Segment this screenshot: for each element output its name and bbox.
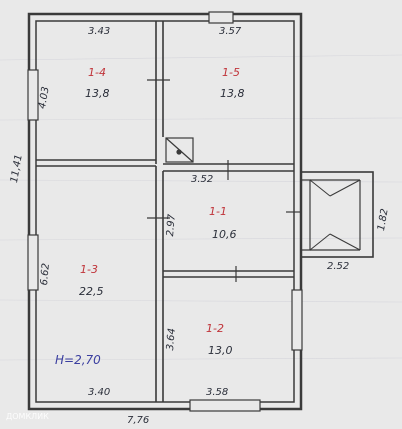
room-1-5-id: 1-5 [222, 66, 240, 79]
dim-bottom-right: 3.58 [206, 387, 229, 398]
ceiling-height-note: H=2,70 [55, 353, 101, 367]
room-1-4-area: 13,8 [85, 87, 110, 100]
dim-bottom-left: 3.40 [88, 387, 111, 398]
dim-top-right: 3.57 [219, 26, 242, 37]
room-1-1-area: 10,6 [212, 228, 237, 241]
dim-left-lower: 6.62 [39, 262, 52, 286]
watermark-logo: ДОМКЛИК [6, 412, 49, 421]
dim-hall-height: 2.97 [165, 213, 178, 237]
room-1-4-id: 1-4 [88, 66, 106, 79]
door-marks [147, 79, 300, 282]
room-1-5-area: 13,8 [220, 87, 245, 100]
stove-symbol [165, 137, 194, 163]
dim-top-left: 3.43 [88, 26, 111, 37]
room-1-3-id: 1-3 [80, 263, 98, 276]
interior-walls [36, 21, 294, 402]
dim-hall-width: 3.52 [191, 174, 214, 185]
dim-overall-width: 7,76 [127, 415, 150, 426]
room-1-3-area: 22,5 [79, 285, 104, 298]
room-1-2-id: 1-2 [206, 322, 224, 335]
room-1-2-area: 13,0 [208, 344, 233, 357]
dim-room-1-2-height: 3.64 [165, 327, 178, 351]
dim-porch-width: 2.52 [327, 261, 350, 272]
paper-background [0, 54, 402, 361]
porch [300, 171, 374, 258]
windows [27, 11, 303, 412]
room-1-1-id: 1-1 [209, 205, 227, 218]
